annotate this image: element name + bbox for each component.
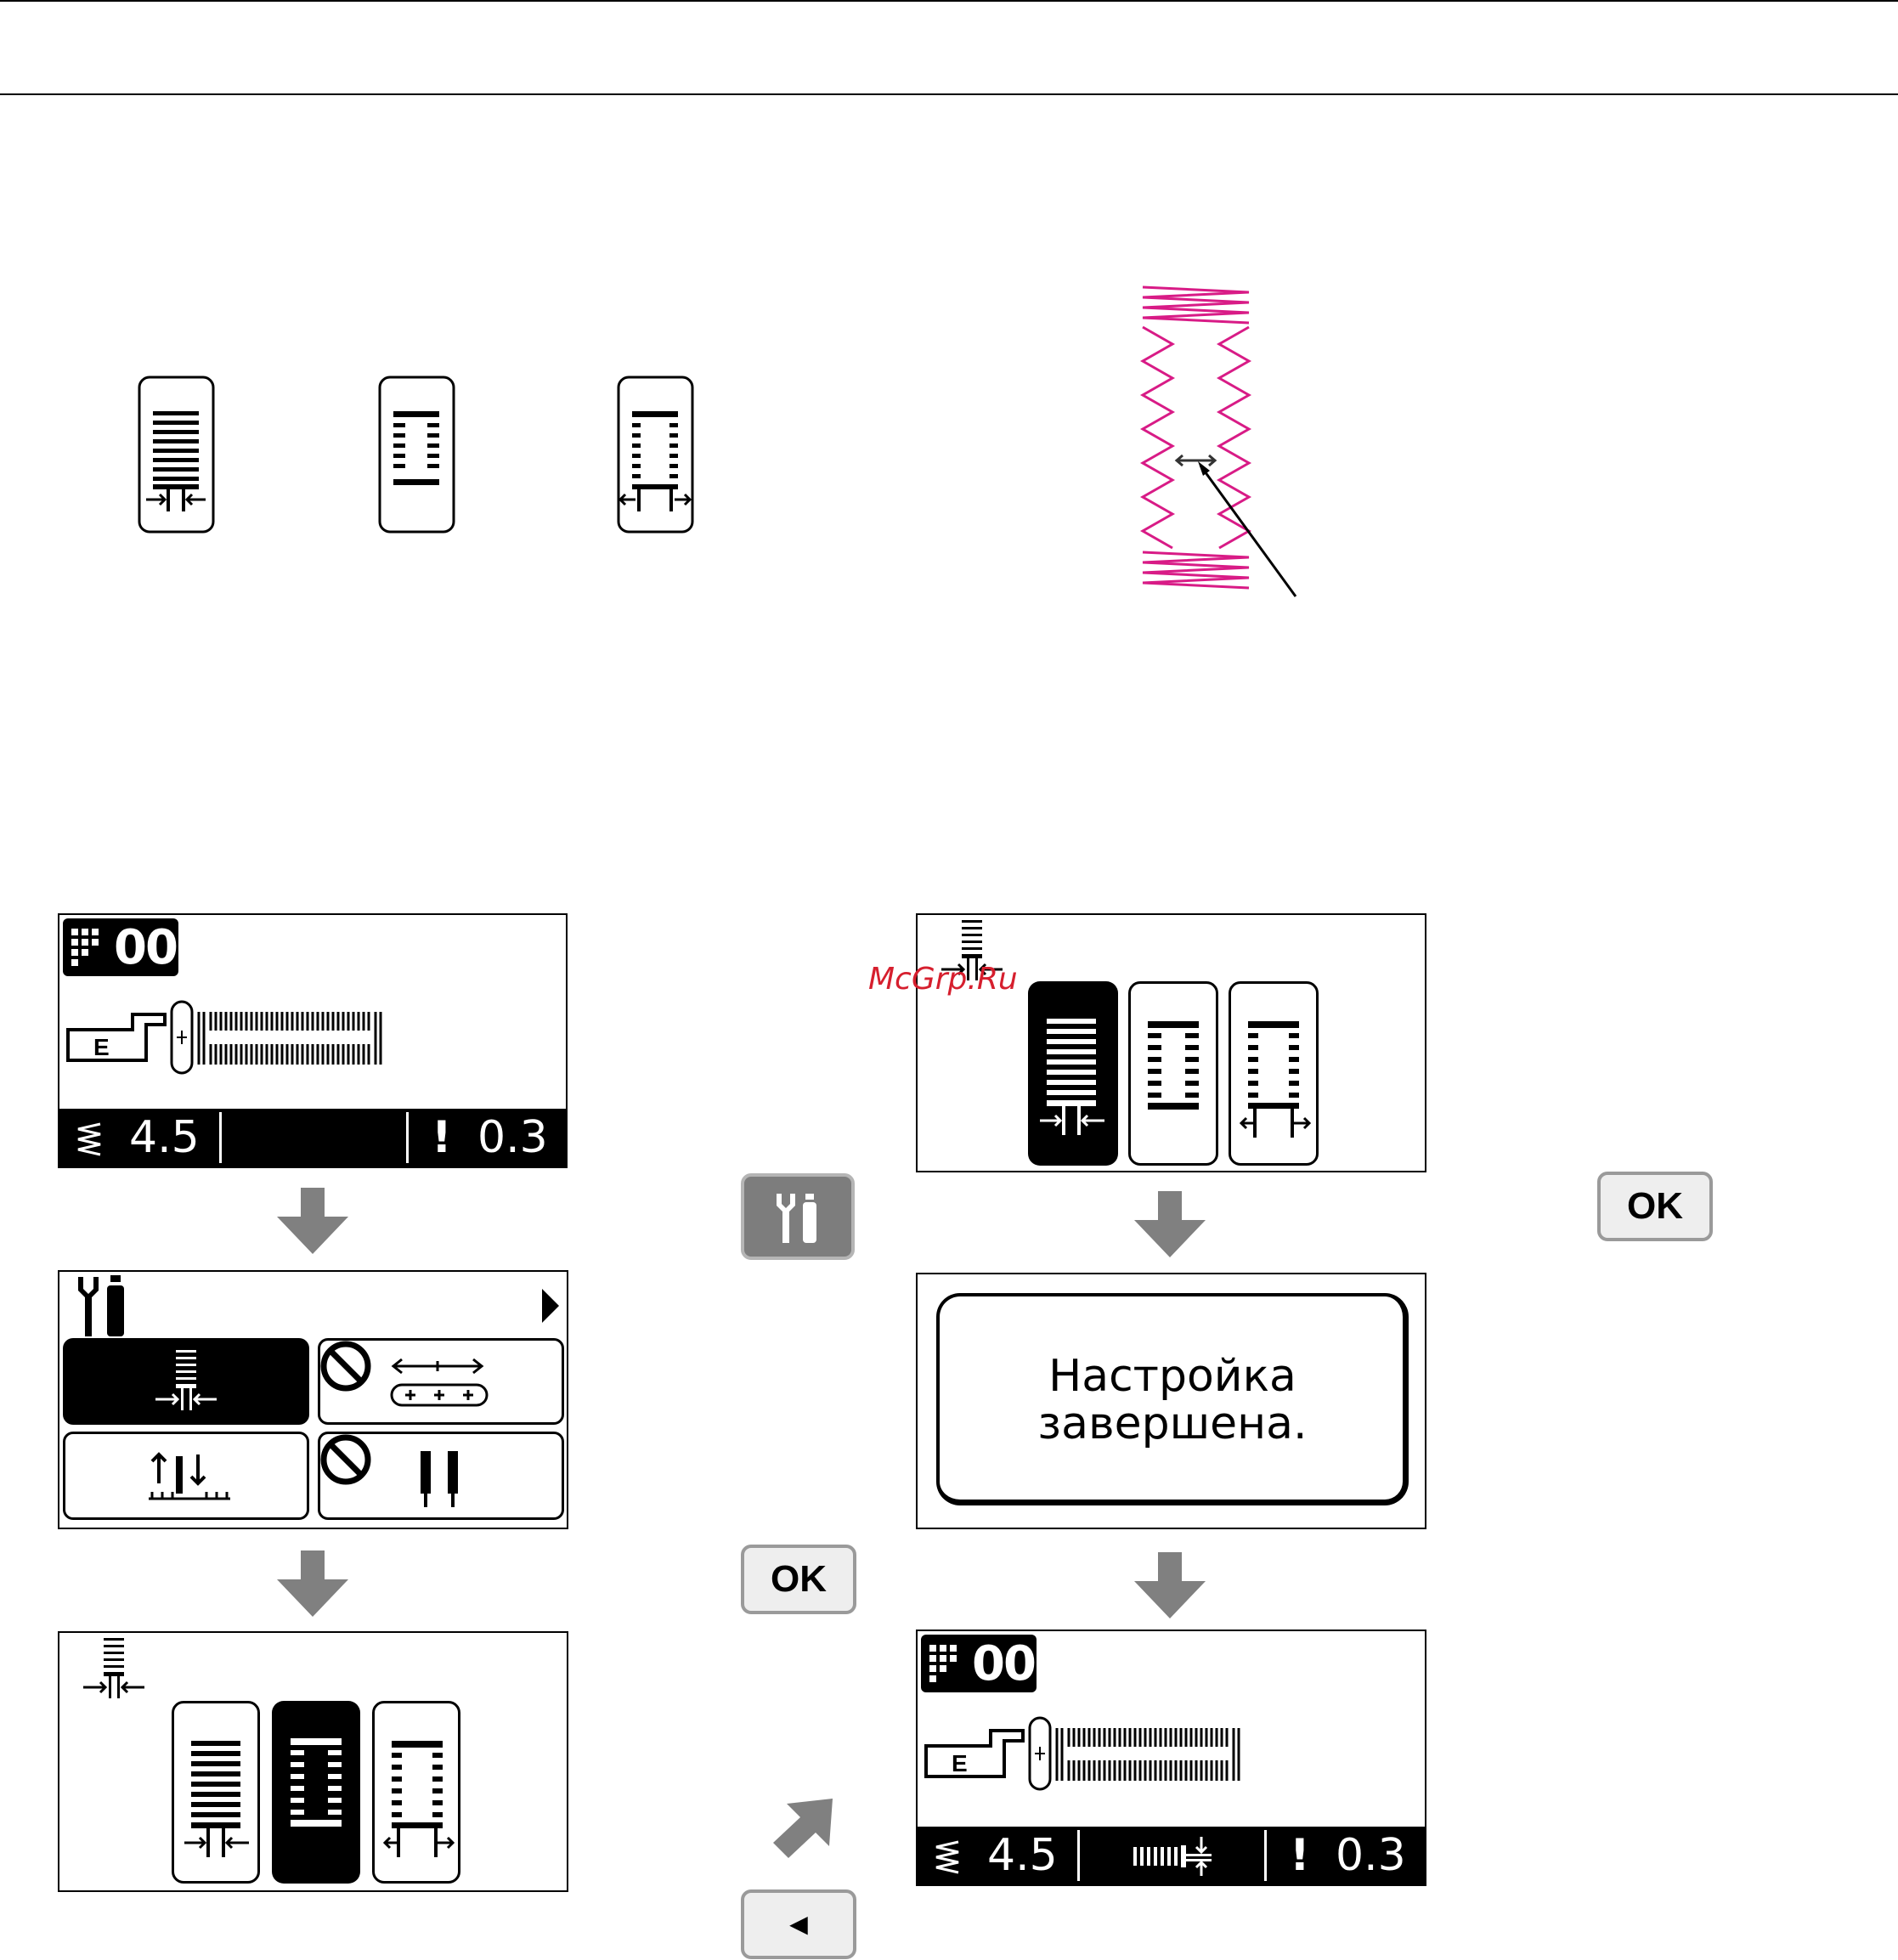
status-divider xyxy=(1264,1830,1267,1881)
menu-item-twin-needle[interactable] xyxy=(318,1432,564,1520)
ok-button-label: OK xyxy=(771,1558,827,1600)
message-text: Настройка завершена. xyxy=(936,1353,1409,1448)
pattern-number: 00 xyxy=(114,920,177,975)
down-arrow-icon xyxy=(277,1550,348,1617)
menu-item-needle-position[interactable] xyxy=(63,1432,309,1520)
wrench-screwdriver-icon xyxy=(777,1192,822,1245)
thread-tension-value: 0.3 xyxy=(1336,1827,1406,1884)
stitch-width-value: 4.5 xyxy=(987,1827,1058,1884)
buttonhole-narrow-icon xyxy=(183,1737,251,1865)
option-buttonhole-narrow-selected[interactable] xyxy=(1028,981,1118,1166)
diagonal-arrow-icon xyxy=(773,1797,834,1858)
buttonhole-narrow-icon xyxy=(1038,1015,1106,1143)
lcd-screen-settings xyxy=(58,1270,568,1529)
status-bar: 4.5 ! 0.3 xyxy=(918,1827,1425,1884)
stitch-width-icon xyxy=(75,1121,104,1158)
buttonhole-wide-icon xyxy=(383,1737,455,1865)
menu-item-buttonhole-setting[interactable] xyxy=(63,1338,309,1425)
status-bar: 4.5 ! 0.3 xyxy=(59,1109,566,1166)
buttonhole-stitch-illustration xyxy=(1130,280,1325,603)
status-divider xyxy=(406,1112,409,1163)
buttonhole-standard-icon xyxy=(282,1735,350,1837)
pattern-badge: 00 xyxy=(921,1635,1037,1692)
lcd-screen-main-updated: 00 E 4.5 xyxy=(916,1630,1426,1886)
buttonhole-standard-icon xyxy=(376,374,457,535)
lcd-screen-main: 00 E 4.5 xyxy=(58,913,568,1168)
stitch-length-slider xyxy=(170,1000,416,1076)
feed-balance-icon xyxy=(388,1353,490,1412)
header-rule-bottom xyxy=(0,93,1898,95)
stitch-width-value: 4.5 xyxy=(129,1109,200,1166)
down-arrow-icon xyxy=(1134,1552,1206,1618)
buttonhole-standard-icon xyxy=(1139,1018,1207,1120)
needle-up-down-icon xyxy=(147,1449,232,1505)
buttonhole-wide-icon xyxy=(615,374,696,535)
presser-foot-letter: E xyxy=(952,1750,968,1777)
prohibited-icon xyxy=(320,1341,375,1395)
watermark: McGrp.Ru xyxy=(868,962,1018,997)
stitch-width-icon xyxy=(933,1839,962,1876)
pattern-badge: 00 xyxy=(63,918,178,976)
settings-button[interactable] xyxy=(741,1173,855,1260)
presser-foot-icon xyxy=(923,1720,1025,1780)
status-divider xyxy=(219,1112,222,1163)
back-button-glyph: ◄ xyxy=(783,1906,814,1941)
presser-foot-letter: E xyxy=(93,1034,110,1061)
lcd-screen-buttonhole-select-narrow xyxy=(916,913,1426,1172)
tension-icon: ! xyxy=(432,1109,452,1166)
message-line-1: Настройка xyxy=(936,1353,1409,1400)
buttonhole-wide-icon xyxy=(1240,1018,1311,1145)
buttonhole-setting-icon xyxy=(80,1635,148,1708)
down-arrow-icon xyxy=(1134,1191,1206,1257)
buttonhole-narrow-indicator-icon xyxy=(1130,1835,1223,1878)
lcd-screen-message: Настройка завершена. xyxy=(916,1273,1426,1529)
pattern-grid-icon xyxy=(70,927,104,968)
down-arrow-icon xyxy=(277,1188,348,1254)
option-buttonhole-wide[interactable] xyxy=(372,1701,460,1884)
pattern-grid-icon xyxy=(928,1643,962,1684)
twin-needle-icon xyxy=(414,1449,465,1509)
pattern-number: 00 xyxy=(972,1636,1035,1692)
menu-item-feed-balance[interactable] xyxy=(318,1338,564,1425)
tension-icon: ! xyxy=(1290,1827,1310,1884)
prohibited-icon xyxy=(320,1434,375,1488)
ok-button[interactable]: OK xyxy=(741,1545,856,1614)
presser-foot-icon xyxy=(65,1004,167,1064)
option-buttonhole-standard-selected[interactable] xyxy=(272,1701,360,1884)
ok-button-label: OK xyxy=(1627,1185,1683,1227)
option-buttonhole-narrow[interactable] xyxy=(172,1701,260,1884)
option-buttonhole-standard[interactable] xyxy=(1128,981,1218,1166)
lcd-screen-buttonhole-select xyxy=(58,1631,568,1892)
back-button[interactable]: ◄ xyxy=(741,1889,856,1959)
stitch-length-slider xyxy=(1028,1716,1274,1793)
thread-tension-value: 0.3 xyxy=(477,1109,548,1166)
buttonhole-setting-icon xyxy=(152,1347,220,1420)
page-right-icon[interactable] xyxy=(540,1287,561,1325)
buttonhole-narrow-icon xyxy=(136,374,217,535)
message-line-2: завершена. xyxy=(936,1400,1409,1448)
wrench-screwdriver-icon xyxy=(76,1274,129,1338)
status-divider xyxy=(1077,1830,1080,1881)
option-buttonhole-wide[interactable] xyxy=(1229,981,1319,1166)
ok-button[interactable]: OK xyxy=(1597,1172,1713,1241)
header-rule-top xyxy=(0,0,1898,2)
